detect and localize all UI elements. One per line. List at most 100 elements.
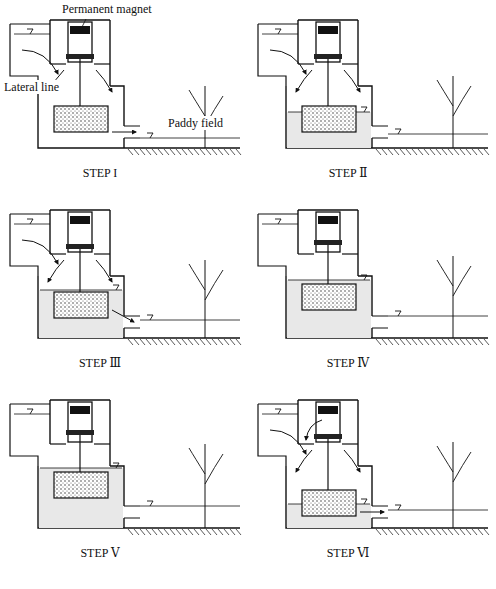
stroke (14, 224, 50, 225)
stroke (342, 63, 358, 64)
stroke (262, 34, 298, 35)
stroke (134, 339, 139, 345)
stroke (297, 20, 298, 64)
stroke (140, 138, 240, 139)
stroke (388, 149, 393, 155)
stroke (152, 339, 157, 345)
stroke (371, 518, 372, 528)
stroke (134, 529, 139, 535)
step-panel (10, 400, 241, 535)
leaf (205, 270, 223, 300)
stroke (194, 149, 199, 155)
water-level-symbol (27, 219, 33, 224)
stroke (262, 224, 298, 225)
stroke (230, 149, 235, 155)
stroke (128, 339, 133, 345)
stroke (406, 149, 411, 155)
permanent-magnet (318, 406, 338, 414)
stroke (388, 134, 488, 135)
water-level-symbol (395, 505, 401, 510)
stroke (412, 529, 417, 535)
stroke (466, 339, 471, 345)
stroke (182, 339, 187, 345)
stroke (286, 276, 372, 338)
stroke (124, 316, 140, 317)
water-level-symbol (27, 409, 33, 414)
water-level-symbol (275, 409, 281, 414)
stroke (14, 414, 50, 415)
stroke (472, 339, 477, 345)
stroke (123, 138, 124, 148)
stroke (140, 506, 240, 507)
chamber-water (287, 280, 371, 338)
stroke (382, 529, 387, 535)
stroke (109, 210, 110, 276)
flow-arrow (22, 240, 58, 264)
stroke (164, 529, 169, 535)
valve-plate (314, 434, 342, 439)
step-panel (258, 400, 489, 535)
leaf (453, 452, 471, 482)
stroke (124, 138, 140, 139)
flow-arrow (296, 70, 312, 92)
stroke (478, 529, 483, 535)
stroke (124, 126, 140, 127)
leaf (189, 90, 205, 116)
stroke (10, 214, 38, 276)
stroke (297, 400, 298, 444)
stroke (123, 328, 124, 338)
flow-arrow (306, 420, 322, 440)
float (54, 472, 108, 498)
stroke (442, 149, 447, 155)
stroke (50, 399, 110, 400)
stroke (418, 339, 423, 345)
stroke (188, 149, 193, 155)
stroke (286, 86, 372, 148)
flow-arrow (112, 132, 136, 133)
stroke (128, 149, 133, 155)
step-caption: STEP Ⅵ (325, 546, 372, 560)
stroke (327, 439, 328, 490)
float (54, 106, 108, 132)
stroke (164, 149, 169, 155)
chamber-water (39, 290, 123, 338)
stroke (134, 149, 139, 155)
stroke (176, 149, 181, 155)
stroke (140, 339, 145, 345)
permanent-magnet (318, 26, 338, 34)
stroke (40, 290, 122, 291)
stroke (206, 529, 211, 535)
stroke (14, 34, 50, 35)
stroke (124, 527, 240, 528)
stroke (258, 24, 286, 86)
stroke (372, 147, 488, 148)
stroke (110, 86, 124, 126)
stroke (152, 149, 157, 155)
stroke (109, 400, 110, 466)
stroke (388, 339, 393, 345)
stroke (394, 339, 399, 345)
stroke (94, 63, 110, 64)
flow-arrow (344, 450, 360, 472)
leaf (205, 454, 223, 484)
stroke (430, 529, 435, 535)
stroke (327, 59, 328, 106)
flow-arrow (270, 50, 306, 74)
stroke (158, 339, 163, 345)
stroke (358, 466, 372, 506)
flow-arrow (96, 70, 112, 92)
stroke (406, 339, 411, 345)
stroke (298, 19, 358, 20)
water-level-symbol (361, 275, 367, 280)
flow-arrow (22, 50, 58, 74)
stroke (258, 403, 298, 404)
stroke (38, 276, 124, 338)
stroke (218, 339, 223, 345)
stroke (466, 149, 471, 155)
step-caption: STEP Ⅴ (78, 546, 121, 560)
stroke (297, 210, 298, 254)
valve-plate (314, 54, 342, 59)
stroke (454, 529, 459, 535)
valve-plate (314, 240, 342, 245)
